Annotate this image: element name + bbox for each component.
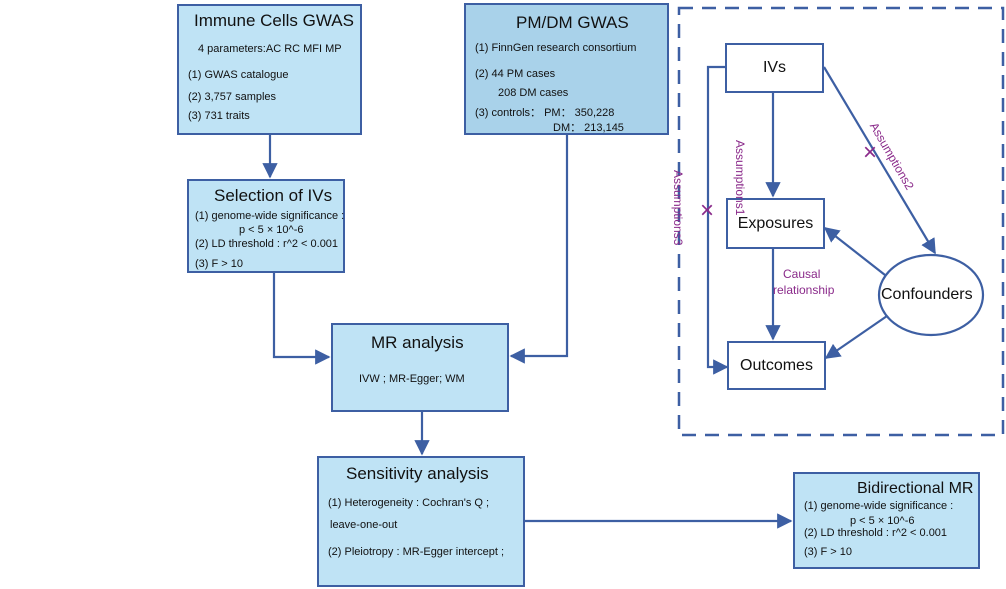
immune-line-4: (3) 731 traits [188, 110, 250, 122]
bidirectional-line-4: (3) F > 10 [804, 546, 852, 558]
ivs-label: IVs [762, 59, 787, 76]
pmdm-title: PM/DM GWAS [516, 13, 629, 32]
arrow-confounders-to-exposures [823, 227, 886, 276]
immune-line-2: (1) GWAS catalogue [188, 69, 289, 81]
pmdm-line-1: (1) FinnGen research consortium [475, 42, 637, 54]
selection-line-2: p < 5 × 10^-6 [239, 224, 304, 236]
immune-title: Immune Cells GWAS [194, 11, 354, 30]
sensitivity-line-3: (2) Pleiotropy : MR-Egger intercept ; [328, 546, 505, 558]
assumption2-cross-icon: × [863, 139, 878, 166]
selection-title: Selection of IVs [214, 186, 333, 205]
mr-line-1: IVW ; MR-Egger; WM [359, 373, 465, 385]
sensitivity-analysis-box: Sensitivity analysis (1) Heterogeneity :… [317, 456, 525, 587]
arrow-ivs-to-confounders [823, 66, 936, 255]
dag-panel-border [677, 6, 1005, 437]
confounders-node [877, 253, 985, 337]
mr-analysis-box: MR analysis IVW ; MR-Egger; WM [331, 323, 509, 412]
immune-line-1: 4 parameters:AC RC MFI MP [198, 43, 342, 55]
arrow-confounders-to-outcomes [824, 315, 888, 359]
confounders-label: Confounders [881, 286, 973, 303]
pmdm-line-2: (2) 44 PM cases [475, 68, 556, 80]
outcomes-label: Outcomes [740, 356, 813, 374]
sensitivity-line-1: (1) Heterogeneity : Cochran's Q ; [328, 497, 490, 509]
exposures-node: Exposures [726, 198, 825, 249]
causal-label-line-2: relationship [773, 283, 835, 297]
pmdm-line-5: DM： 213,145 [553, 122, 624, 134]
pmdm-gwas-box: PM/DM GWAS (1) FinnGen research consorti… [464, 3, 669, 135]
bidirectional-line-1: (1) genome-wide significance : [804, 500, 954, 512]
arrow-ivs-to-outcomes [706, 65, 729, 375]
causal-label-line-1: Causal [783, 267, 821, 281]
pmdm-line-4: (3) controls： PM： 350,228 [475, 107, 615, 119]
selection-of-ivs-box: Selection of IVs (1) genome-wide signifi… [187, 179, 345, 273]
immune-cells-gwas-box: Immune Cells GWAS 4 parameters:AC RC MFI… [177, 4, 362, 135]
outcomes-node: Outcomes [727, 341, 826, 390]
bidirectional-mr-box: Bidirectional MR (1) genome-wide signifi… [793, 472, 980, 569]
selection-line-4: (3) F > 10 [195, 258, 243, 270]
ivs-node: IVs [725, 43, 824, 93]
assumption3-label: Assumptions3 [671, 170, 685, 246]
selection-line-3: (2) LD threshold : r^2 < 0.001 [195, 238, 339, 250]
arrow-pmdm-to-mr [509, 135, 569, 364]
mr-title: MR analysis [371, 333, 464, 352]
arrow-selection-to-mr [272, 273, 331, 365]
sensitivity-title: Sensitivity analysis [346, 464, 489, 483]
bidirectional-title: Bidirectional MR [857, 480, 974, 497]
bidirectional-line-3: (2) LD threshold : r^2 < 0.001 [804, 527, 948, 539]
bidirectional-line-2: p < 5 × 10^-6 [850, 515, 915, 527]
immune-line-3: (2) 3,757 samples [188, 91, 277, 103]
exposures-label: Exposures [737, 214, 814, 232]
assumption3-cross-icon: × [700, 197, 715, 224]
assumption1-label: Assumptions1 [733, 140, 747, 216]
sensitivity-line-2: leave-one-out [330, 519, 398, 531]
pmdm-line-3: 208 DM cases [498, 87, 569, 99]
selection-line-1: (1) genome-wide significance : [195, 210, 345, 222]
